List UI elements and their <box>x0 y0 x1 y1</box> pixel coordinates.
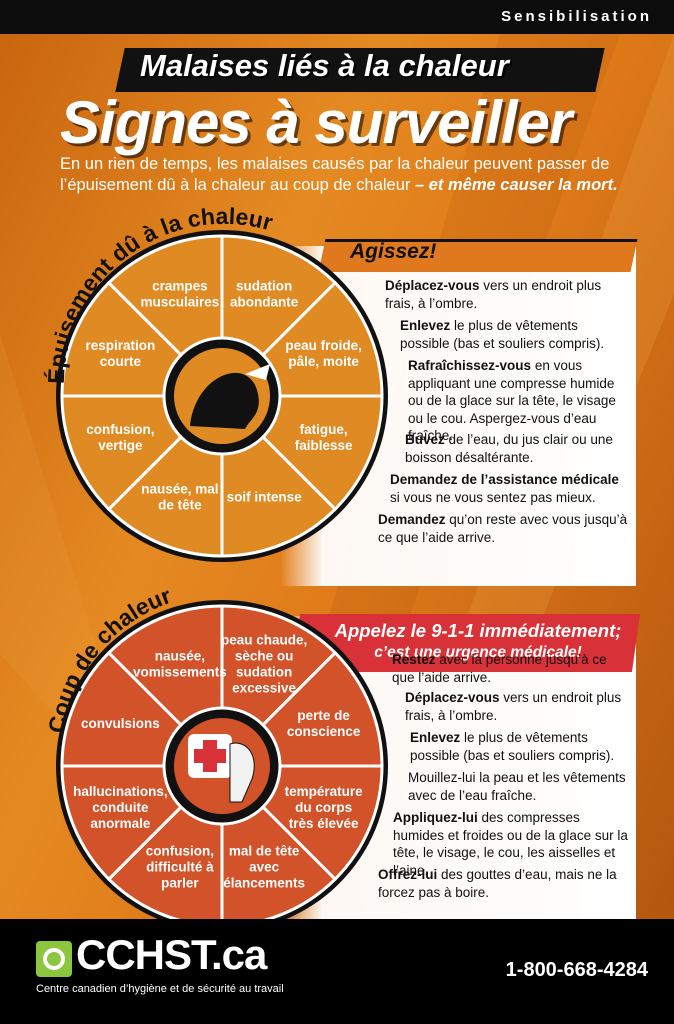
intro-emphasis: – et même causer la mort. <box>415 176 618 194</box>
exhaustion-action-5: Demandez de l’assistance médicale si vou… <box>390 472 619 505</box>
exhaustion-segment <box>260 394 384 512</box>
exhaustion-segment <box>220 234 338 358</box>
intro-text: En un rien de temps, les malaises causés… <box>60 154 650 196</box>
exhaustion-sign-label: fatigue,faiblesse <box>295 422 353 453</box>
page-title: Signes à surveiller <box>60 89 572 156</box>
heatstroke-action-6: Offrez-lui des gouttes d’eau, mais ne la… <box>378 867 617 900</box>
exhaustion-segment <box>106 234 224 358</box>
top-bar: Sensibilisation <box>0 0 674 34</box>
exhaustion-action-1: Déplacez-vous vers un endroit plus frais… <box>385 278 602 311</box>
heatstroke-action-subheader: c’est une urgence médicale! <box>374 644 582 661</box>
exhaustion-segment <box>60 280 184 398</box>
exhaustion-sign-label: confusion,vertige <box>86 422 154 453</box>
subtitle-heading: Malaises liés à la chaleur <box>140 48 509 83</box>
exhaustion-segment <box>60 394 184 512</box>
footer: CCHST.ca Centre canadien d’hygiène et de… <box>0 919 674 1024</box>
exhaustion-action-6: Demandez qu’on reste avec vous jusqu’à c… <box>378 512 628 545</box>
phone-number: 1-800-668-4284 <box>505 959 648 981</box>
exhaustion-action-header: Agissez! <box>350 240 437 263</box>
exhaustion-action-4: Buvez de l’eau, du jus clair ou une bois… <box>405 432 613 465</box>
person-icon <box>190 364 270 429</box>
heatstroke-segment <box>106 804 224 919</box>
heatstroke-segment <box>60 650 184 768</box>
heatstroke-sign-label: nausée,vomissements <box>133 648 227 679</box>
category-tag: Sensibilisation <box>501 8 652 25</box>
heatstroke-action-2: Déplacez-vous vers un endroit plus frais… <box>405 690 622 723</box>
heatstroke-action-header: Appelez le 9-1-1 immédiatement; <box>334 620 622 641</box>
exhaustion-sign-label: peau froide,pâle, moite <box>285 338 362 369</box>
exhaustion-segment <box>260 280 384 398</box>
exhaustion-segment <box>106 434 224 558</box>
heatstroke-sign-label: convulsions <box>81 716 160 731</box>
brand-name: CCHST.ca <box>76 931 267 978</box>
heatstroke-action-1: Restez avec la personne jusqu’à ce que l… <box>392 652 607 685</box>
first-aid-icon <box>188 734 255 803</box>
exhaustion-sign-label: soif intense <box>227 490 303 505</box>
heatstroke-action-4: Mouillez-lui la peau et les vêtements av… <box>408 770 626 803</box>
heatstroke-segment <box>106 604 224 728</box>
brand-subtitle: Centre canadien d’hygiène et de sécurité… <box>36 983 284 995</box>
cchst-logo-icon <box>36 941 72 977</box>
heatstroke-action-5: Appliquez-lui des compresses humides et … <box>393 810 628 878</box>
exhaustion-segment <box>220 434 338 558</box>
heatstroke-segment <box>260 764 384 882</box>
exhaustion-action-2: Enlevez le plus de vêtements possible (b… <box>400 318 605 351</box>
heatstroke-segment <box>220 804 338 919</box>
heatstroke-segment <box>60 764 184 882</box>
exhaustion-action-3: Rafraîchissez-vous en vous appliquant un… <box>408 358 616 443</box>
heatstroke-action-3: Enlevez le plus de vêtements possible (b… <box>410 730 615 763</box>
heatstroke-segment <box>260 650 384 768</box>
heatstroke-segment <box>220 604 338 728</box>
main-area: Malaises liés à la chaleur Signes à surv… <box>0 34 674 919</box>
intro-body: En un rien de temps, les malaises causés… <box>60 155 610 194</box>
